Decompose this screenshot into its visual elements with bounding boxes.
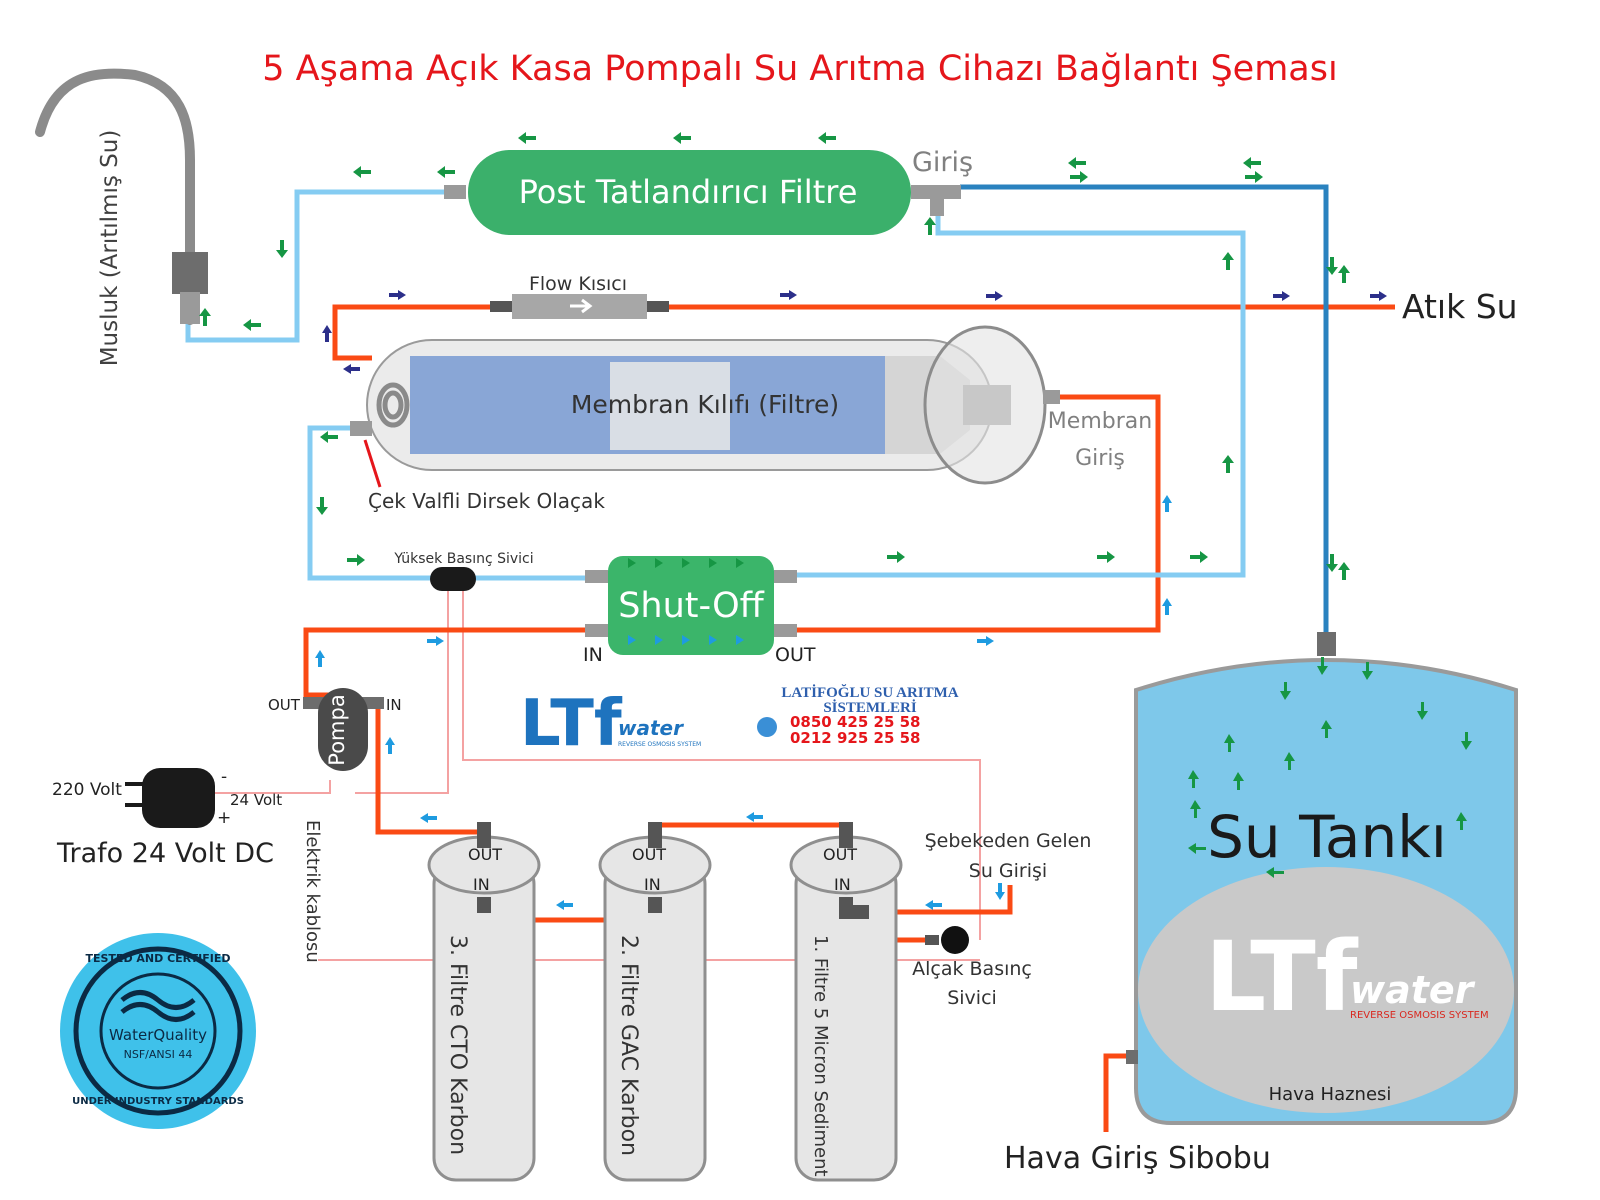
company-logo-sub: water: [618, 716, 684, 740]
filter-1-out-label: OUT: [823, 845, 857, 864]
filter-1[interactable]: [789, 822, 903, 1182]
water-tank[interactable]: [1126, 632, 1518, 1125]
company-name-2: SİSTEMLERİ: [823, 699, 917, 716]
membrane-label: Membran Kılıfı (Filtre): [571, 390, 839, 419]
filter-2-label: 2. Filtre GAC Karbon: [616, 935, 641, 1156]
flow-arrows: [199, 132, 1472, 910]
certification-badge: TESTED AND CERTIFIED WaterQuality NSF/AN…: [60, 933, 256, 1129]
company-logo-text: LTf: [520, 687, 623, 761]
membrane-inlet-label-2: Giriş: [1075, 446, 1125, 471]
low-pressure-label-2: Sivici: [947, 987, 997, 1009]
membrane-feed-line: [793, 394, 1161, 633]
flow-restrictor[interactable]: [490, 294, 669, 319]
waste-line-2: [332, 304, 505, 361]
filter-2-in-label: IN: [644, 875, 661, 894]
badge-top-text: TESTED AND CERTIFIED: [85, 952, 230, 965]
post-feed-line: [793, 212, 1246, 578]
tank-logo-text: LTf: [1205, 921, 1359, 1033]
cable-label: Elektrik kablosu: [302, 820, 323, 963]
badge-bottom-text: UNDER INDUSTRY STANDARDS: [72, 1096, 244, 1107]
membrane-housing[interactable]: [350, 325, 1060, 485]
volt-220-label: 220 Volt: [52, 780, 122, 800]
company-logo-tag: REVERSE OSMOSIS SYSTEM: [618, 741, 701, 748]
filter-2[interactable]: [598, 822, 712, 1182]
filter-3-label: 3. Filtre CTO Karbon: [445, 935, 470, 1155]
minus-label: -: [221, 767, 227, 787]
mains-line: [860, 885, 1013, 915]
pump-out-line: [303, 627, 590, 698]
filter-2-out-label: OUT: [632, 845, 666, 864]
tank-line: [960, 184, 1329, 632]
transformer-label: Trafo 24 Volt DC: [56, 838, 274, 869]
shutoff-valve[interactable]: [585, 556, 797, 655]
shutoff-label: Shut-Off: [618, 586, 764, 626]
faucet-line: [185, 189, 450, 343]
shutoff-out-label: OUT: [775, 644, 816, 666]
filter-3-in-label: IN: [473, 875, 490, 894]
faucet[interactable]: [35, 68, 208, 325]
phone-icon: [757, 717, 777, 737]
pump[interactable]: [303, 688, 384, 771]
high-pressure-label: Yüksek Basınç Sivici: [393, 551, 533, 567]
mains-label-1: Şebekeden Gelen: [925, 830, 1092, 852]
air-valve-label: Hava Giriş Sibobu: [1004, 1141, 1271, 1176]
filter-3-out-label: OUT: [468, 845, 502, 864]
low-pressure-label-1: Alçak Basınç: [912, 958, 1032, 980]
tank-logo-sub: water: [1350, 968, 1476, 1012]
faucet-label: Musluk (Arıtılmış Su): [97, 130, 123, 367]
filter-1-in-label: IN: [834, 875, 851, 894]
volt-24-label: 24 Volt: [230, 791, 282, 809]
company-phone-1: 0850 425 25 58: [790, 713, 920, 731]
transformer[interactable]: [125, 768, 215, 828]
tank-label: Su Tankı: [1207, 803, 1447, 871]
check-valve-label: Çek Valfli Dirsek Olaçak: [368, 489, 605, 513]
waste-water-label: Atık Su: [1402, 287, 1518, 326]
low-pressure-switch[interactable]: [925, 926, 969, 954]
plus-label: +: [217, 808, 231, 828]
mains-label-2: Su Girişi: [969, 860, 1047, 882]
high-pressure-switch[interactable]: [430, 567, 476, 591]
pump-in-line: [375, 702, 489, 848]
flow-restrictor-label: Flow Kısıcı: [529, 273, 627, 295]
shutoff-in-label: IN: [583, 644, 603, 666]
pump-label: Pompa: [325, 694, 349, 765]
tank-logo-tag: REVERSE OSMOSIS SYSTEM: [1350, 1010, 1489, 1021]
tank-logo: LTf water REVERSE OSMOSIS SYSTEM: [1205, 921, 1489, 1033]
company-logo: LTf water REVERSE OSMOSIS SYSTEM: [520, 687, 701, 761]
pump-in-label: IN: [386, 696, 402, 714]
inlet-label: Giriş: [912, 147, 973, 178]
badge-standard: NSF/ANSI 44: [124, 1048, 193, 1061]
air-valve-line: [1103, 1053, 1133, 1132]
post-filter[interactable]: [444, 150, 961, 235]
pump-out-label: OUT: [268, 696, 301, 714]
company-phone-2: 0212 925 25 58: [790, 729, 920, 747]
filter-3[interactable]: [427, 822, 541, 1182]
check-valve-pointer: [363, 439, 382, 488]
filter-1-label: 1. Filtre 5 Micron Sediment: [810, 935, 831, 1177]
air-chamber-label: Hava Haznesi: [1269, 1084, 1392, 1105]
post-filter-label: Post Tatlandırıcı Filtre: [519, 173, 858, 211]
badge-brand: WaterQuality: [109, 1026, 207, 1044]
company-name-1: LATİFOĞLU SU ARITMA: [781, 684, 958, 701]
membrane-inlet-label-1: Membran: [1048, 409, 1152, 434]
diagram-title: 5 Aşama Açık Kasa Pompalı Su Arıtma Ciha…: [262, 49, 1337, 89]
